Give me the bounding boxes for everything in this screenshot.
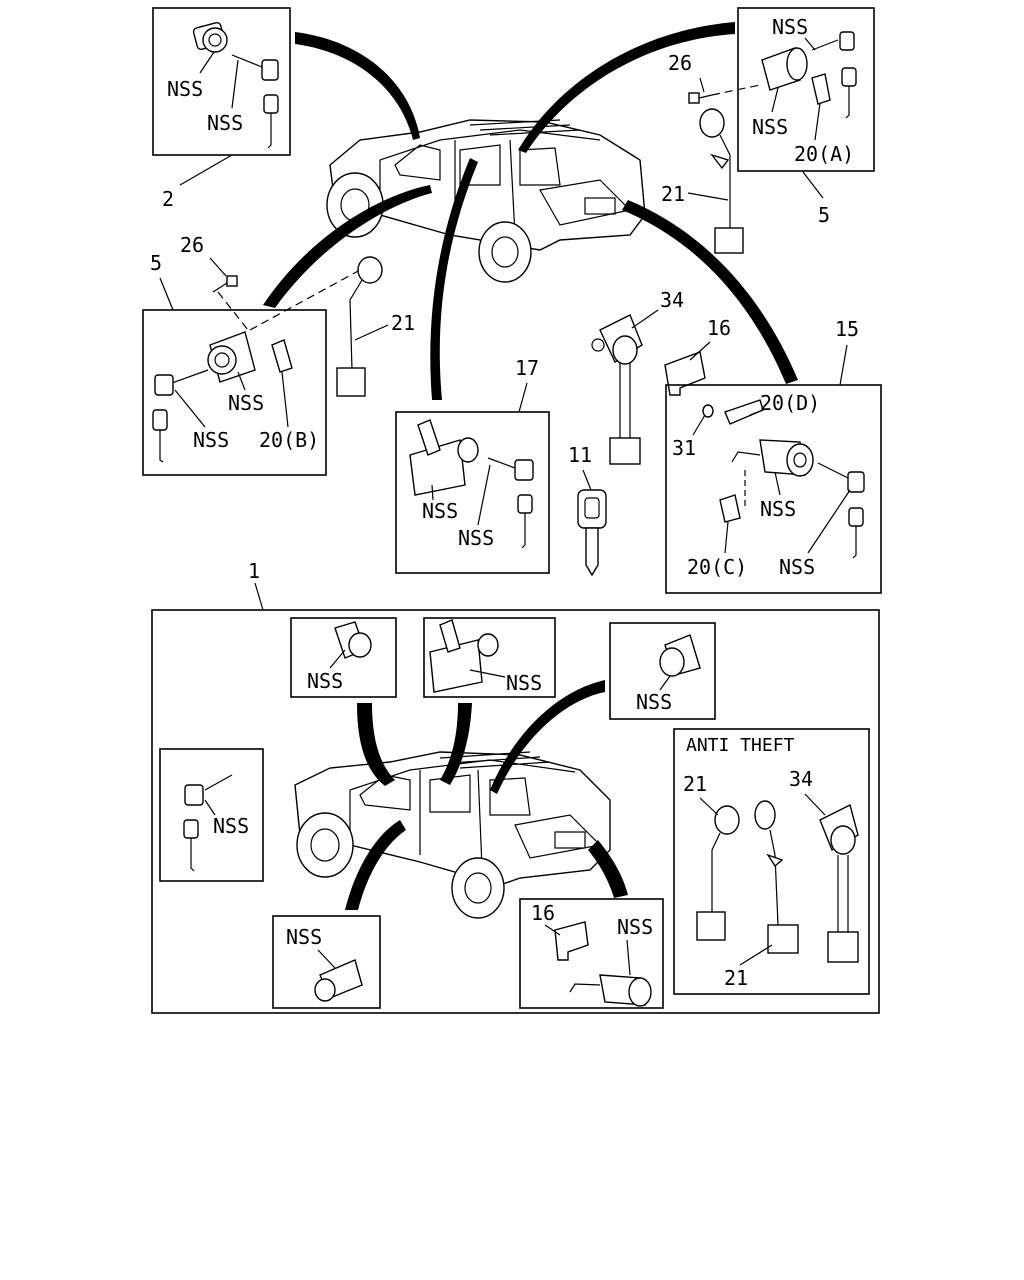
label-nss: NSS [307, 669, 343, 693]
label-nss: NSS [760, 497, 796, 521]
anti-theft-title: ANTI THEFT [686, 735, 795, 756]
label-nss: NSS [636, 690, 672, 714]
rear-lock-cylinder-icon [731, 439, 814, 477]
blank-key-icon [577, 489, 607, 577]
callout-arc-side-lock [345, 820, 406, 910]
ref-number-15: 15 [835, 317, 859, 341]
ref-number-26: 26 [668, 51, 692, 75]
ref-number-20d: 20(D) [760, 391, 820, 415]
ref-number-20c: 20(C) [687, 555, 747, 579]
box-ref-1-lock-set [151, 609, 880, 1014]
bolt-icon [212, 275, 238, 293]
ref-number-2: 2 [162, 187, 174, 211]
ref-number-16: 16 [531, 901, 555, 925]
callout-arc-rear-lock [588, 840, 628, 898]
label-nss: NSS [779, 555, 815, 579]
lock-cylinder-icon [314, 959, 363, 1002]
box-key [159, 748, 264, 882]
key-icon [231, 54, 279, 149]
label-nss: NSS [193, 428, 229, 452]
tailgate-handle-icon [429, 619, 499, 693]
key-icon [811, 31, 857, 119]
anti-theft-sensor-icon [696, 805, 740, 941]
label-nss: NSS [506, 671, 542, 695]
ref-number-21: 21 [661, 182, 685, 206]
box-actuator [609, 622, 716, 720]
retainer-clip-icon [271, 339, 293, 373]
callout-arc-17 [430, 158, 478, 400]
ref-number-20b: 20(B) [259, 428, 319, 452]
bolt-icon [688, 92, 713, 104]
box-ref-15 [665, 384, 882, 594]
label-nss: NSS [228, 391, 264, 415]
callout-arc-actuator [490, 680, 605, 794]
box-front-door-cylinder [290, 617, 397, 698]
tailgate-lock-actuator-icon [591, 314, 643, 465]
ref-number-26: 26 [180, 233, 204, 257]
box-anti-theft [673, 728, 870, 995]
callout-arc-tailgate-handle [440, 703, 472, 785]
box-ref-17 [395, 411, 550, 574]
key-icon [817, 462, 865, 559]
tailgate-lock-actuator-icon [819, 803, 859, 963]
lock-cylinder-icon [334, 621, 372, 659]
ref-number-34: 34 [789, 767, 813, 791]
callout-arc-front-lock [357, 703, 395, 786]
ref-number-21: 21 [724, 966, 748, 990]
ref-number-34: 34 [660, 288, 684, 312]
ref-number-5: 5 [818, 203, 830, 227]
box-tailgate-handle [423, 617, 556, 698]
vehicle-top [326, 119, 646, 283]
ref-number-31: 31 [672, 436, 696, 460]
label-nss: NSS [422, 499, 458, 523]
ref-number-21: 21 [391, 311, 415, 335]
box-side-door-cylinder [272, 915, 381, 1009]
label-nss: NSS [772, 15, 808, 39]
label-nss: NSS [286, 925, 322, 949]
key-icon [152, 369, 209, 463]
callout-arc-15 [622, 200, 798, 384]
lock-cylinder-icon [207, 331, 256, 383]
ref-number-21: 21 [683, 772, 707, 796]
box-ref-2 [152, 7, 291, 156]
callout-arc-2 [295, 32, 420, 140]
ref-number-11: 11 [568, 443, 592, 467]
ref-number-20a: 20(A) [794, 142, 854, 166]
clip-icon [719, 494, 741, 523]
callout-arc-5b [263, 185, 432, 308]
box-ref-5-left [142, 309, 327, 476]
label-nss: NSS [458, 526, 494, 550]
callout-arc-5a [518, 22, 735, 153]
label-nss: NSS [213, 814, 249, 838]
tailgate-handle-icon [409, 419, 479, 496]
key-icon [183, 774, 233, 872]
anti-theft-sensor-icon [754, 800, 799, 954]
washer-icon [702, 404, 714, 418]
anti-theft-sensor-icon [699, 108, 744, 254]
rear-lock-cylinder-icon [569, 974, 652, 1007]
actuator-cylinder-icon [659, 634, 701, 677]
label-nss: NSS [617, 915, 653, 939]
vehicle-bottom [294, 751, 611, 919]
ref-number-1: 1 [248, 559, 260, 583]
ref-number-5: 5 [150, 251, 162, 275]
box-rear-lock [519, 898, 664, 1009]
retainer-bracket-icon [664, 351, 706, 396]
anti-theft-sensor-icon [336, 256, 383, 397]
ref-number-17: 17 [515, 356, 539, 380]
label-nss: NSS [167, 77, 203, 101]
label-nss: NSS [207, 111, 243, 135]
retainer-clip-icon [811, 73, 831, 105]
label-nss: NSS [752, 115, 788, 139]
key-icon [487, 457, 534, 549]
ref-number-16: 16 [707, 316, 731, 340]
door-lock-cylinder-icon [192, 21, 228, 53]
lock-cylinder-icon [761, 47, 808, 91]
retainer-bracket-icon [554, 921, 589, 961]
